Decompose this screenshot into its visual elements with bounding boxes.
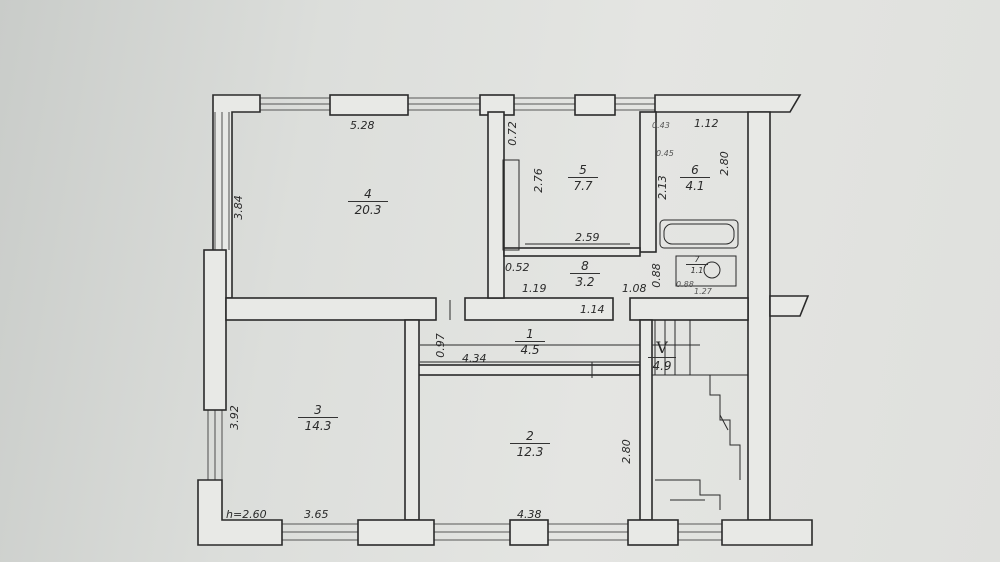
dim-0-97: 0.97	[433, 333, 447, 358]
dim-2-59: 2.59	[575, 231, 600, 244]
room-1-label: 1 4.5	[515, 328, 545, 356]
height-label: h=2.60	[226, 508, 267, 521]
room-5-label: 5 7.7	[568, 164, 598, 192]
walls	[197, 94, 813, 546]
room-2-label: 2 12.3	[510, 430, 550, 458]
dim-0-88-b: 0.88	[676, 280, 694, 289]
fixtures	[420, 159, 748, 510]
dim-1-27: 1.27	[694, 287, 712, 296]
dim-0-43: 0.43	[652, 121, 670, 130]
dim-0-88: 0.88	[649, 263, 663, 288]
dim-4-34: 4.34	[462, 352, 487, 365]
dim-0-45: 0.45	[656, 149, 674, 158]
dim-3-65: 3.65	[304, 508, 329, 521]
room-8-label: 8 3.2	[570, 260, 600, 288]
room-4-label: 4 20.3	[348, 188, 388, 216]
dim-2-76: 2.76	[531, 168, 545, 193]
dim-1-19: 1.19	[522, 282, 547, 295]
room-v-label: V 4.9	[648, 339, 676, 372]
room-6-label: 6 4.1	[680, 164, 710, 192]
dim-2-80-b: 2.80	[619, 439, 633, 464]
dim-2-80-a: 2.80	[717, 151, 731, 176]
dim-0-72: 0.72	[505, 121, 519, 146]
dim-4-38: 4.38	[517, 508, 542, 521]
dim-3-84: 3.84	[231, 195, 245, 220]
windows	[207, 97, 722, 541]
dim-0-52: 0.52	[505, 261, 530, 274]
dim-1-08: 1.08	[622, 282, 647, 295]
dim-1-14: 1.14	[580, 303, 605, 316]
dim-3-92: 3.92	[227, 405, 241, 430]
room-3-label: 3 14.3	[298, 404, 338, 432]
room-7-label: 7 1.1	[686, 255, 708, 276]
dim-1-12: 1.12	[694, 117, 719, 130]
dim-5-28: 5.28	[350, 119, 375, 132]
dim-2-13: 2.13	[655, 175, 669, 200]
